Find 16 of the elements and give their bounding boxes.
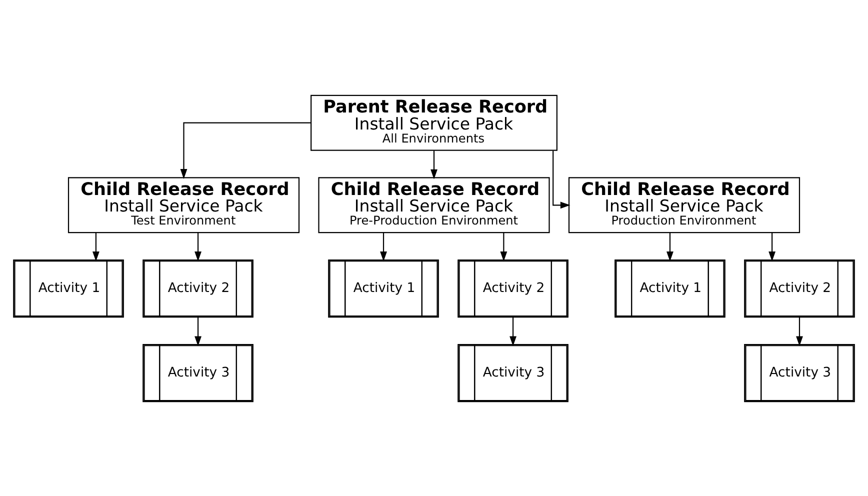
arrow [380,232,387,261]
arrow [92,232,100,261]
arrow [796,316,803,346]
arrow [194,316,202,346]
node-box: Child Release Record Install Service Pack Production Environment [568,176,800,233]
node-box: Child Release Record Install Service Pack Test Environment [68,176,300,233]
node-box: Parent Release Record Install Service Pack All Environments [310,94,558,150]
arrow [768,232,776,261]
arrow [552,150,570,208]
node-box: Child Release Record Install Service Pack Pre-Production Environment [318,176,550,233]
arrow [180,122,311,178]
arrow [666,232,674,261]
arrow [500,232,508,261]
arrow [194,232,202,261]
arrow [430,150,438,179]
arrow [510,316,516,346]
